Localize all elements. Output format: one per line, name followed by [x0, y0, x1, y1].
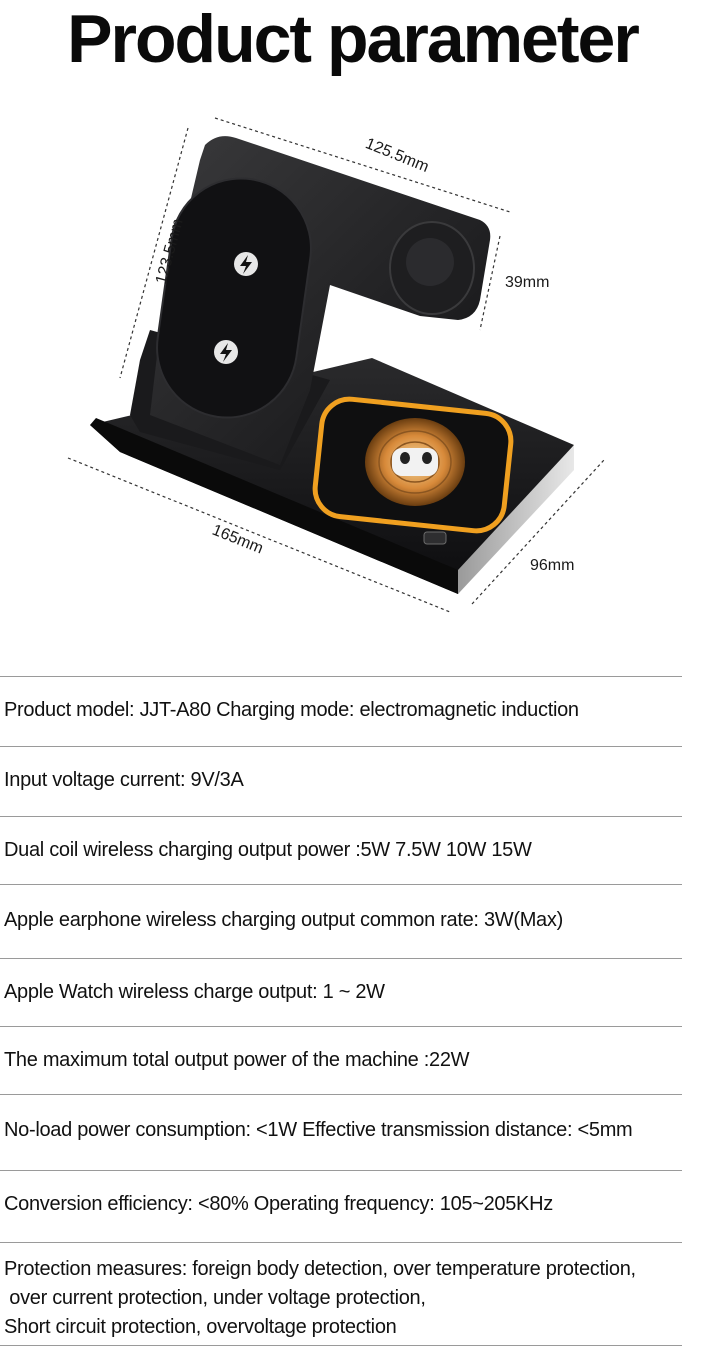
- dim-watch-pad: 39mm: [505, 274, 549, 291]
- spec-row: Conversion efficiency: <80% Operating fr…: [0, 1170, 682, 1243]
- spec-text: Conversion efficiency: <80% Operating fr…: [4, 1193, 553, 1215]
- spec-text: Dual coil wireless charging output power…: [4, 839, 532, 861]
- protection-line: Protection measures: foreign body detect…: [4, 1258, 636, 1280]
- spec-row: No-load power consumption: <1W Effective…: [0, 1094, 682, 1171]
- page-title: Product parameter: [67, 1, 640, 77]
- lightning-icon: [214, 340, 238, 364]
- spec-text: No-load power consumption: <1W Effective…: [4, 1119, 633, 1141]
- dim-base-length: 165mm: [210, 522, 266, 558]
- lightning-icon: [234, 252, 258, 276]
- spec-row: Dual coil wireless charging output power…: [0, 816, 682, 885]
- dimension-lines: [67, 117, 605, 613]
- spec-text: Apple earphone wireless charging output …: [4, 909, 563, 931]
- dim-base-depth: 96mm: [530, 557, 574, 574]
- spec-row: Input voltage current: 9V/3A: [0, 746, 682, 817]
- protection-line: Short circuit protection, overvoltage pr…: [4, 1316, 397, 1338]
- spec-row: Apple earphone wireless charging output …: [0, 884, 682, 959]
- spec-row: Protection measures: foreign body detect…: [0, 1242, 682, 1346]
- phone-stand: [130, 136, 491, 470]
- base-button: [423, 531, 447, 545]
- spec-text: Protection measures: foreign body detect…: [4, 1255, 636, 1342]
- spec-row: The maximum total output power of the ma…: [0, 1026, 682, 1095]
- dim-top-width: 125.5mm: [363, 135, 431, 176]
- spec-text: Apple Watch wireless charge output: 1 ~ …: [4, 981, 385, 1003]
- spec-text: Product model: JJT-A80 Charging mode: el…: [4, 699, 579, 721]
- spec-text: The maximum total output power of the ma…: [4, 1049, 470, 1071]
- watch-pad: [389, 221, 475, 315]
- protection-line: over current protection, under voltage p…: [4, 1287, 426, 1309]
- earbuds-icon: [392, 448, 438, 476]
- spec-row: Product model: JJT-A80 Charging mode: el…: [0, 676, 682, 747]
- spec-text: Input voltage current: 9V/3A: [4, 769, 244, 791]
- spec-row: Apple Watch wireless charge output: 1 ~ …: [0, 958, 682, 1027]
- product-diagram: 125.5mm 123.5mm 39mm 165mm 96mm: [67, 117, 605, 613]
